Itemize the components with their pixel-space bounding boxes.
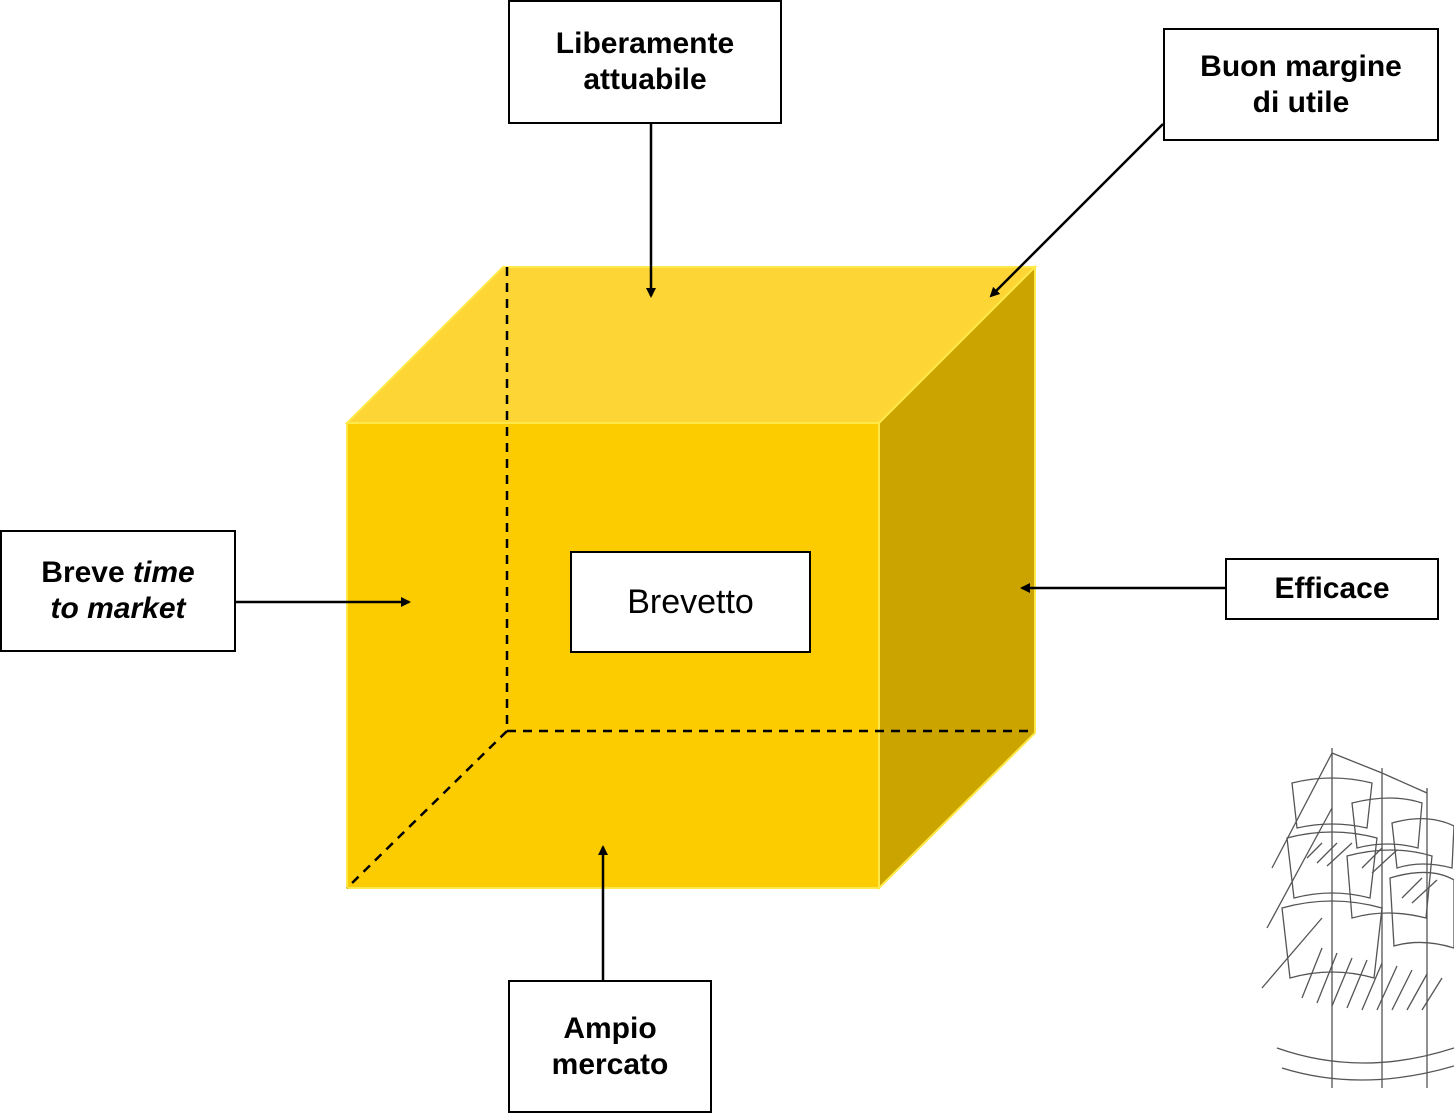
label-bottom-line2: mercato bbox=[551, 1047, 669, 1081]
label-top-right-line2: di utile bbox=[1252, 85, 1350, 119]
label-top-right-line1: Buon margine bbox=[1200, 49, 1402, 83]
center-label-text: Brevetto bbox=[627, 582, 754, 621]
label-box-liberamente-attuabile: Liberamente attuabile bbox=[508, 0, 782, 124]
label-box-efficace: Efficace bbox=[1225, 558, 1439, 620]
label-right-line1: Efficace bbox=[1274, 572, 1390, 605]
label-left-italic2: to market bbox=[50, 592, 186, 625]
label-left-italic1: time bbox=[133, 556, 195, 589]
label-top-line2: attuabile bbox=[583, 63, 707, 96]
label-left-plain: Breve bbox=[41, 556, 134, 589]
label-bottom-line1: Ampio bbox=[563, 1011, 657, 1045]
label-box-buon-margine: Buon margine di utile bbox=[1163, 28, 1439, 141]
hidden-edge-diagonal bbox=[346, 730, 508, 889]
label-box-breve-time-to-market: Breve time to market bbox=[0, 530, 236, 652]
arrow-top-right bbox=[989, 123, 1164, 298]
center-label-brevetto: Brevetto bbox=[570, 551, 811, 653]
cube-front-face bbox=[346, 422, 880, 889]
label-top-line1: Liberamente bbox=[555, 27, 735, 60]
sailing-ship-icon bbox=[1261, 748, 1454, 1088]
label-box-ampio-mercato: Ampio mercato bbox=[508, 980, 712, 1113]
